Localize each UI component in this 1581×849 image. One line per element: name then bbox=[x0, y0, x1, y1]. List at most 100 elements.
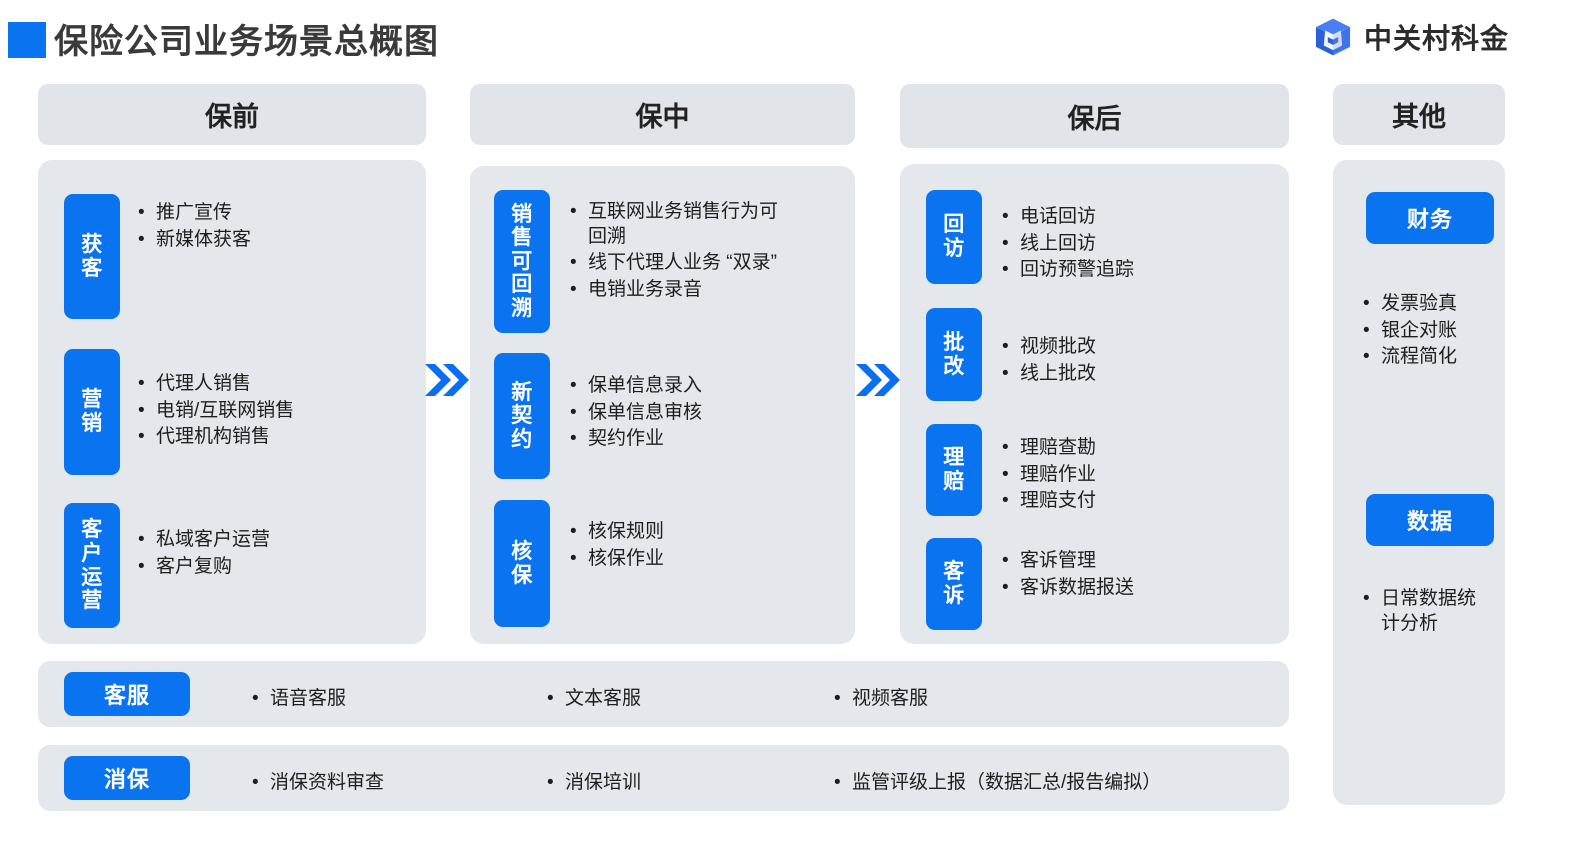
column-header-other: 其他 bbox=[1333, 84, 1505, 145]
group-items-huoke: •推广宣传 •新媒体获客 bbox=[138, 201, 388, 254]
group-items-xinqiyue: •保单信息录入 •保单信息审核 •契约作业 bbox=[570, 374, 800, 454]
group-items-yingxiao: •代理人销售 •电销/互联网销售 •代理机构销售 bbox=[138, 372, 388, 452]
bullet-dot: • bbox=[570, 428, 577, 450]
bullet-dot: • bbox=[1002, 550, 1009, 571]
arrow-pre-to-mid bbox=[424, 358, 470, 402]
bullet-dot: • bbox=[138, 373, 145, 394]
list-item: •核保作业 bbox=[570, 547, 800, 572]
list-item: •客诉管理 bbox=[1002, 549, 1252, 574]
list-item: •互联网业务销售行为可回溯 bbox=[570, 201, 779, 247]
list-item: •回访预警追踪 bbox=[1002, 258, 1252, 283]
list-item: •理赔作业 bbox=[1002, 463, 1252, 488]
bullet-dot: • bbox=[1002, 259, 1009, 281]
list-item: •理赔支付 bbox=[1002, 489, 1252, 514]
group-items-huifang: •电话回访 •线上回访 •回访预警追踪 bbox=[1002, 205, 1252, 285]
bullet-dot: • bbox=[834, 688, 841, 709]
list-item: •代理人销售 bbox=[138, 372, 388, 397]
group-tag-huifang[interactable]: 回访 bbox=[926, 190, 982, 284]
group-tag-xiaoshoukehuisu[interactable]: 销售可回溯 bbox=[494, 190, 550, 333]
group-tag-label: 客诉 bbox=[943, 560, 965, 607]
list-item: •线上批改 bbox=[1002, 362, 1252, 387]
bullet-dot: • bbox=[570, 375, 577, 396]
list-item: •电话回访 bbox=[1002, 205, 1252, 230]
band-tag-xiaobao[interactable]: 消保 bbox=[64, 756, 190, 800]
group-items-xiaoshoukehuisu: •互联网业务销售行为可回溯 •线下代理人业务 “双录” •电销业务录音 bbox=[570, 200, 785, 305]
band-tag-kefu[interactable]: 客服 bbox=[64, 672, 190, 716]
bullet-dot: • bbox=[252, 772, 259, 793]
column-header-pre: 保前 bbox=[38, 84, 426, 145]
list-item: •推广宣传 bbox=[138, 201, 388, 226]
group-tag-label: 回访 bbox=[943, 213, 965, 260]
band-item-xiaobao-1: •消保资料审查 bbox=[252, 772, 385, 793]
bullet-dot: • bbox=[138, 399, 145, 421]
column-header-post: 保后 bbox=[900, 84, 1289, 148]
bullet-dot: • bbox=[570, 521, 577, 542]
group-tag-hebao[interactable]: 核保 bbox=[494, 500, 550, 627]
list-item: •线下代理人业务 “双录” bbox=[570, 251, 785, 276]
group-items-caiwu: •发票验真 •银企对账 •流程简化 bbox=[1363, 292, 1503, 372]
bullet-dot: • bbox=[1002, 206, 1009, 227]
bullet-dot: • bbox=[138, 228, 145, 250]
bullet-dot: • bbox=[252, 688, 259, 709]
band-customer-service bbox=[38, 661, 1289, 727]
list-item: •保单信息录入 bbox=[570, 374, 800, 399]
group-tag-shuju[interactable]: 数据 bbox=[1366, 494, 1494, 546]
bullet-dot: • bbox=[138, 529, 145, 550]
list-item: •保单信息审核 bbox=[570, 401, 800, 426]
bullet-dot: • bbox=[138, 202, 145, 223]
band-tag-label: 客服 bbox=[103, 683, 150, 708]
bullet-dot: • bbox=[138, 555, 145, 577]
bullet-dot: • bbox=[570, 401, 577, 423]
list-item: •客诉数据报送 bbox=[1002, 576, 1252, 601]
list-item: •代理机构销售 bbox=[138, 425, 388, 450]
group-tag-lipei[interactable]: 理赔 bbox=[926, 424, 982, 516]
group-tag-caiwu[interactable]: 财务 bbox=[1366, 192, 1494, 244]
band-item-kefu-2: •文本客服 bbox=[547, 688, 642, 709]
group-tag-label: 客户运营 bbox=[81, 518, 103, 613]
group-tag-xinqiyue[interactable]: 新契约 bbox=[494, 353, 550, 479]
list-item: •发票验真 bbox=[1363, 292, 1503, 317]
band-item-kefu-1: •语音客服 bbox=[252, 688, 347, 709]
group-items-shuju: •日常数据统计分析 bbox=[1363, 587, 1493, 638]
band-item-xiaobao-3: •监管评级上报（数据汇总/报告编拟） bbox=[834, 772, 1162, 793]
list-item: •电销/互联网销售 bbox=[138, 399, 388, 424]
group-tag-kehuyunying[interactable]: 客户运营 bbox=[64, 503, 120, 628]
group-items-pigai: •视频批改 •线上批改 bbox=[1002, 335, 1252, 388]
bullet-dot: • bbox=[547, 688, 554, 709]
bullet-dot: • bbox=[570, 252, 577, 274]
list-item: •电销业务录音 bbox=[570, 278, 785, 303]
group-items-hebao: •核保规则 •核保作业 bbox=[570, 520, 800, 573]
bullet-dot: • bbox=[1363, 293, 1370, 314]
group-tag-label: 数据 bbox=[1406, 509, 1453, 534]
bullet-dot: • bbox=[834, 772, 841, 793]
group-tag-label: 批改 bbox=[943, 330, 965, 378]
bullet-dot: • bbox=[1002, 576, 1009, 598]
list-item: •核保规则 bbox=[570, 520, 800, 545]
column-header-mid: 保中 bbox=[470, 84, 855, 145]
bullet-dot: • bbox=[1002, 362, 1009, 384]
group-tag-label: 销售可回溯 bbox=[511, 202, 533, 320]
group-tag-huoke[interactable]: 获客 bbox=[64, 194, 120, 319]
group-tag-label: 核保 bbox=[511, 539, 533, 587]
group-items-kesu: •客诉管理 •客诉数据报送 bbox=[1002, 549, 1252, 602]
list-item: •银企对账 bbox=[1363, 319, 1503, 344]
group-items-lipei: •理赔查勘 •理赔作业 •理赔支付 bbox=[1002, 436, 1252, 516]
list-item: •线上回访 bbox=[1002, 232, 1252, 257]
group-tag-kesu[interactable]: 客诉 bbox=[926, 538, 982, 630]
group-tag-pigai[interactable]: 批改 bbox=[926, 308, 982, 401]
title-marker bbox=[8, 22, 46, 58]
list-item: •理赔查勘 bbox=[1002, 436, 1252, 461]
brand-name: 中关村科金 bbox=[1363, 23, 1509, 54]
group-tag-label: 财务 bbox=[1406, 207, 1453, 232]
column-body-other bbox=[1333, 160, 1505, 805]
group-tag-yingxiao[interactable]: 营销 bbox=[64, 349, 120, 475]
bullet-dot: • bbox=[1363, 588, 1370, 609]
band-consumer-protection bbox=[38, 745, 1289, 811]
band-tag-label: 消保 bbox=[103, 767, 150, 792]
bullet-dot: • bbox=[570, 201, 577, 222]
brand-lockup: 中关村科金 bbox=[1312, 16, 1509, 58]
bullet-dot: • bbox=[570, 547, 577, 569]
group-tag-label: 获客 bbox=[81, 232, 103, 280]
cube-logo-icon bbox=[1312, 16, 1354, 58]
bullet-dot: • bbox=[1002, 336, 1009, 357]
